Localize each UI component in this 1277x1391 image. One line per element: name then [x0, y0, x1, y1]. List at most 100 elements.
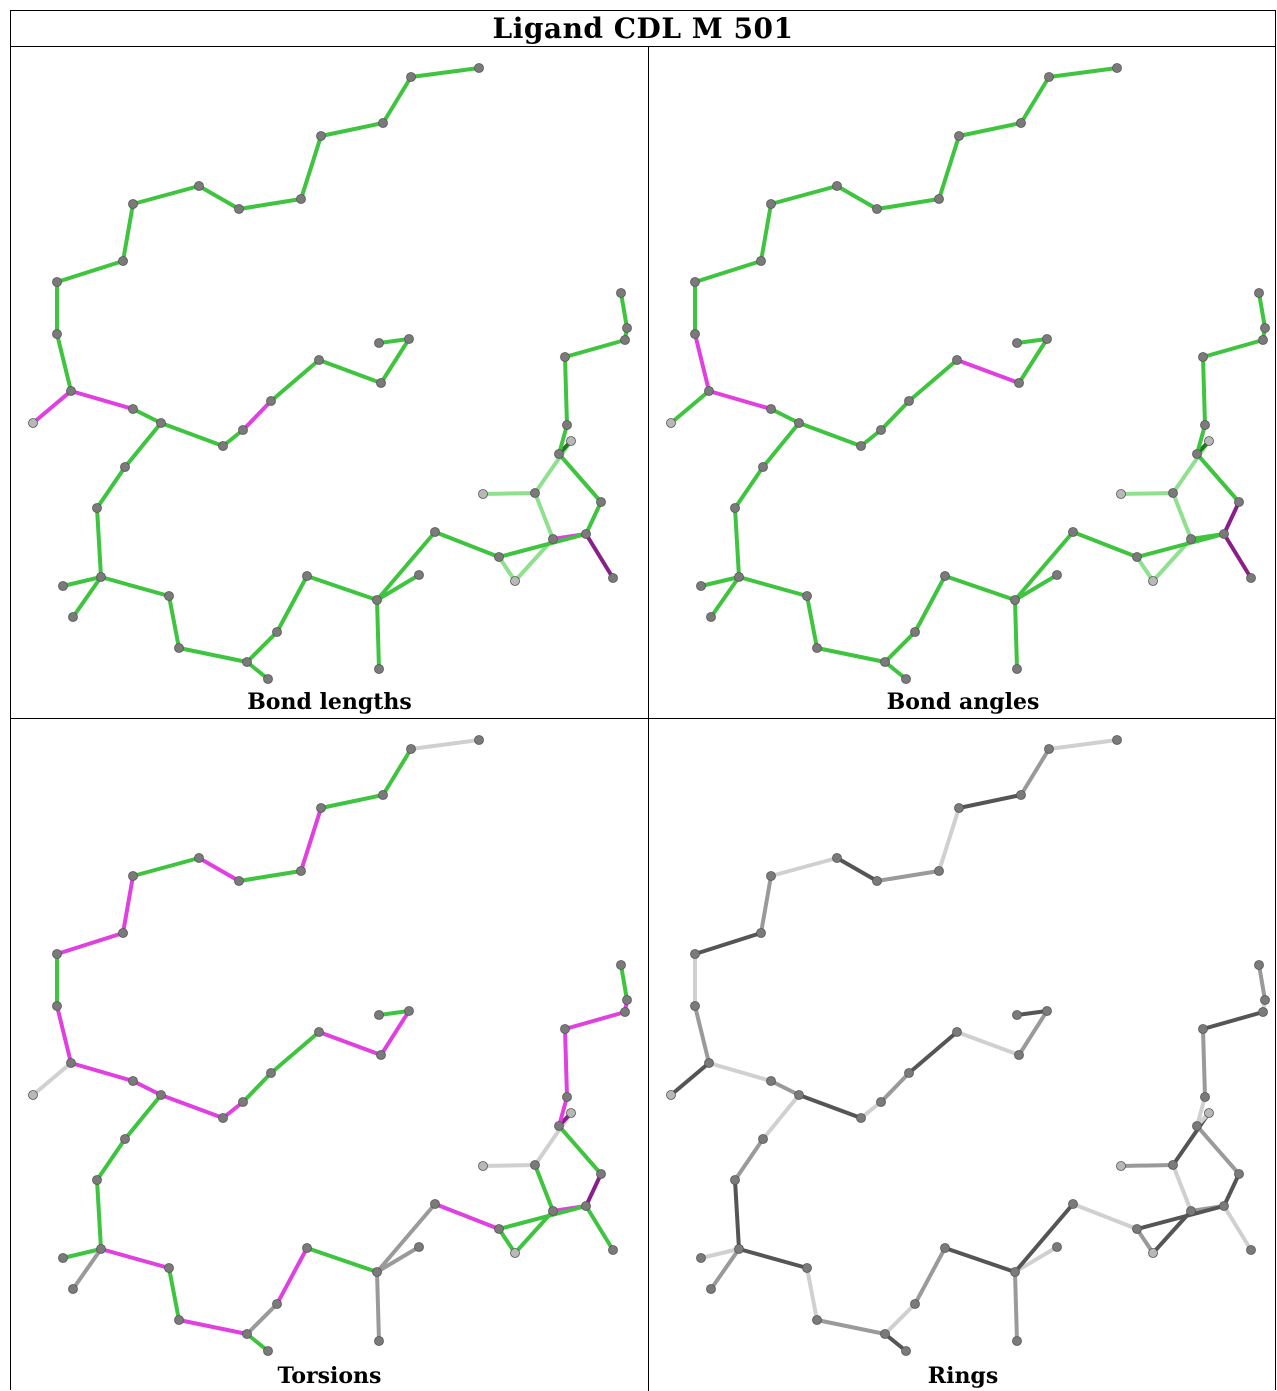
molecule-bond-lengths — [28, 63, 632, 684]
bond-lengths-atom — [28, 418, 38, 428]
bond-lengths-bond — [131, 184, 201, 206]
bond-lengths-bond — [99, 575, 171, 598]
bond-lengths-atom — [374, 338, 384, 348]
bond-angles-atom — [666, 418, 676, 428]
torsions-bond — [379, 1009, 411, 1057]
torsions-atom — [374, 1336, 384, 1346]
bond-angles-atom — [934, 194, 944, 204]
bond-angles-bond — [1013, 573, 1059, 602]
bond-lengths-atom — [566, 436, 576, 446]
bond-angles-atom — [1010, 595, 1020, 605]
rings-bond — [879, 1071, 911, 1104]
bond-angles-atom — [1044, 72, 1054, 82]
torsions-bond — [381, 747, 413, 797]
torsions-atom — [128, 871, 138, 881]
rings-atom — [1068, 1199, 1078, 1209]
bond-angles-atom — [876, 425, 886, 435]
molecule-bond-angles — [666, 63, 1270, 684]
torsions-atom — [376, 1050, 386, 1060]
rings-bond — [1071, 1202, 1139, 1231]
caption-rings: Rings — [927, 1363, 999, 1389]
bond-lengths-atom — [622, 323, 632, 333]
bond-lengths-atom — [218, 441, 228, 451]
torsions-atom — [66, 1058, 76, 1068]
bond-lengths-atom — [266, 396, 276, 406]
rings-bond — [957, 793, 1023, 810]
bond-angles-atom — [904, 396, 914, 406]
rings-bond — [805, 1266, 819, 1322]
rings-bond — [733, 1178, 741, 1251]
torsions-bond — [71, 1247, 103, 1291]
rings-bond — [937, 806, 961, 873]
rings-atom — [734, 1244, 744, 1254]
bond-angles-atom — [901, 674, 911, 684]
bond-angles-atom — [690, 277, 700, 287]
torsions-atom — [218, 1113, 228, 1123]
bond-angles-bond — [957, 121, 1023, 138]
bond-lengths-bond — [167, 594, 181, 650]
bond-lengths-bond — [95, 465, 127, 510]
torsions-bond — [275, 1246, 309, 1306]
bond-angles-bond — [1119, 491, 1175, 496]
bond-lengths-atom — [194, 181, 204, 191]
bond-lengths-bond — [481, 491, 537, 496]
torsions-atom — [96, 1244, 106, 1254]
rings-atom — [1219, 1201, 1229, 1211]
torsions-atom — [92, 1175, 102, 1185]
bond-lengths-bond — [584, 500, 603, 536]
bond-angles-atom — [794, 418, 804, 428]
molecule-torsions — [28, 735, 632, 1356]
rings-bond — [669, 1061, 711, 1097]
rings-atom — [1112, 735, 1122, 745]
rings-atom — [1204, 1108, 1214, 1118]
torsions-bond — [95, 1137, 127, 1182]
rings-atom — [1168, 1160, 1178, 1170]
rings-bond — [1195, 1124, 1241, 1176]
bond-angles-bond — [1201, 338, 1265, 359]
bond-angles-bond — [1222, 500, 1241, 536]
torsions-bond — [563, 1027, 569, 1099]
torsions-atom — [562, 1092, 572, 1102]
torsions-bond — [55, 931, 125, 956]
torsions-bond — [299, 806, 323, 873]
torsions-atom — [194, 853, 204, 863]
bond-lengths-bond — [381, 75, 413, 125]
bond-lengths-atom — [92, 503, 102, 513]
bond-lengths-atom — [66, 386, 76, 396]
bond-lengths-atom — [128, 404, 138, 414]
horizontal-divider — [11, 718, 1275, 719]
rings-bond — [1047, 738, 1119, 751]
torsions-bond — [533, 1163, 555, 1213]
bond-lengths-bond — [319, 121, 385, 138]
rings-atom — [1192, 1121, 1202, 1131]
torsions-atom — [510, 1248, 520, 1258]
torsions-bond — [241, 1071, 273, 1104]
torsions-atom — [430, 1199, 440, 1209]
rings-bond — [943, 1246, 1017, 1274]
bond-lengths-atom — [316, 131, 326, 141]
bond-angles-bond — [1257, 291, 1267, 330]
bond-angles-atom — [758, 462, 768, 472]
bond-lengths-atom — [314, 355, 324, 365]
caption-torsions: Torsions — [277, 1363, 382, 1389]
torsions-bond — [95, 1178, 103, 1251]
bond-lengths-atom — [234, 204, 244, 214]
rings-bond — [769, 1079, 801, 1097]
rings-atom — [1258, 1007, 1268, 1017]
bond-angles-bond — [707, 389, 773, 411]
rings-bond — [1201, 1027, 1207, 1099]
bond-lengths-atom — [581, 529, 591, 539]
torsions-atom — [414, 1242, 424, 1252]
bond-angles-atom — [910, 627, 920, 637]
rings-atom — [1200, 1092, 1210, 1102]
torsions-atom — [406, 744, 416, 754]
torsions-bond — [269, 1030, 321, 1075]
rings-bond — [699, 1247, 741, 1260]
bond-angles-bond — [733, 465, 765, 510]
torsions-bond — [497, 1204, 588, 1231]
bond-angles-bond — [1222, 532, 1253, 580]
rings-bond — [1013, 1245, 1059, 1274]
torsions-bond — [317, 1030, 383, 1057]
bond-lengths-atom — [302, 571, 312, 581]
bond-angles-bond — [669, 389, 711, 425]
